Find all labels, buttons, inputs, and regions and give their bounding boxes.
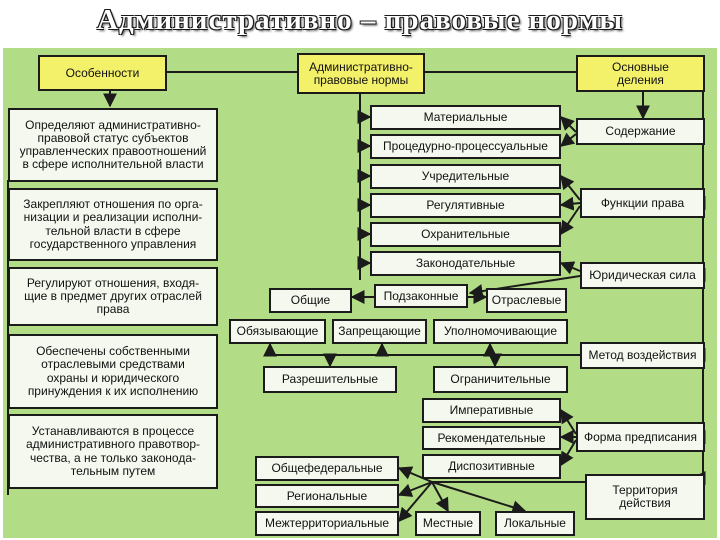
type-regional: Региональные	[255, 484, 399, 508]
feature-item-3: Регулируют отношения, входя- щие в предм…	[8, 267, 218, 326]
type-imperative: Императивные	[422, 398, 561, 423]
header-features: Особенности	[38, 55, 167, 91]
type-restrictive: Ограничительные	[433, 366, 568, 393]
type-bylaw: Подзаконные	[374, 284, 468, 308]
page-title: Административно – правовые нормы	[97, 4, 623, 36]
type-regulatory: Регулятивные	[370, 193, 561, 218]
header-center: Административно- правовые нормы	[297, 53, 425, 94]
criterion-content: Содержание	[576, 118, 705, 145]
type-protective: Охранительные	[370, 222, 561, 247]
type-federal: Общефедеральные	[255, 456, 399, 481]
type-material: Материальные	[370, 105, 561, 130]
type-empowering: Уполномочивающие	[433, 319, 568, 344]
type-procedural: Процедурно-процессуальные	[370, 134, 561, 159]
type-permissive: Разрешительные	[263, 366, 397, 393]
criterion-territory: Территория действия	[585, 474, 705, 520]
criterion-form: Форма предписания	[576, 422, 705, 452]
type-founding: Учредительные	[370, 164, 561, 189]
header-divisions: Основные деления	[576, 55, 705, 92]
type-legislative: Законодательные	[370, 251, 561, 276]
feature-item-5: Устанавливаются в процессе административ…	[8, 414, 218, 489]
type-prohibiting: Запрещающие	[332, 319, 427, 344]
feature-item-4: Обеспечены собственными отраслевыми сред…	[8, 334, 218, 409]
type-recommendatory: Рекомендательные	[422, 426, 561, 450]
feature-item-1: Определяют административно- правовой ста…	[8, 108, 218, 182]
feature-item-2: Закрепляют отношения по орга- низации и …	[8, 188, 218, 261]
type-general: Общие	[269, 288, 352, 313]
type-dispositive: Диспозитивные	[422, 454, 561, 479]
type-sectoral: Отраслевые	[486, 288, 567, 313]
type-local: Местные	[415, 511, 481, 536]
criterion-legal-force: Юридическая сила	[580, 262, 705, 289]
type-local-acts: Локальные	[495, 511, 575, 536]
criterion-method: Метод воздействия	[580, 342, 705, 369]
type-interterritorial: Межтерриториальные	[255, 511, 399, 536]
criterion-functions: Функции права	[580, 188, 705, 218]
type-obliging: Обязывающие	[229, 319, 326, 344]
